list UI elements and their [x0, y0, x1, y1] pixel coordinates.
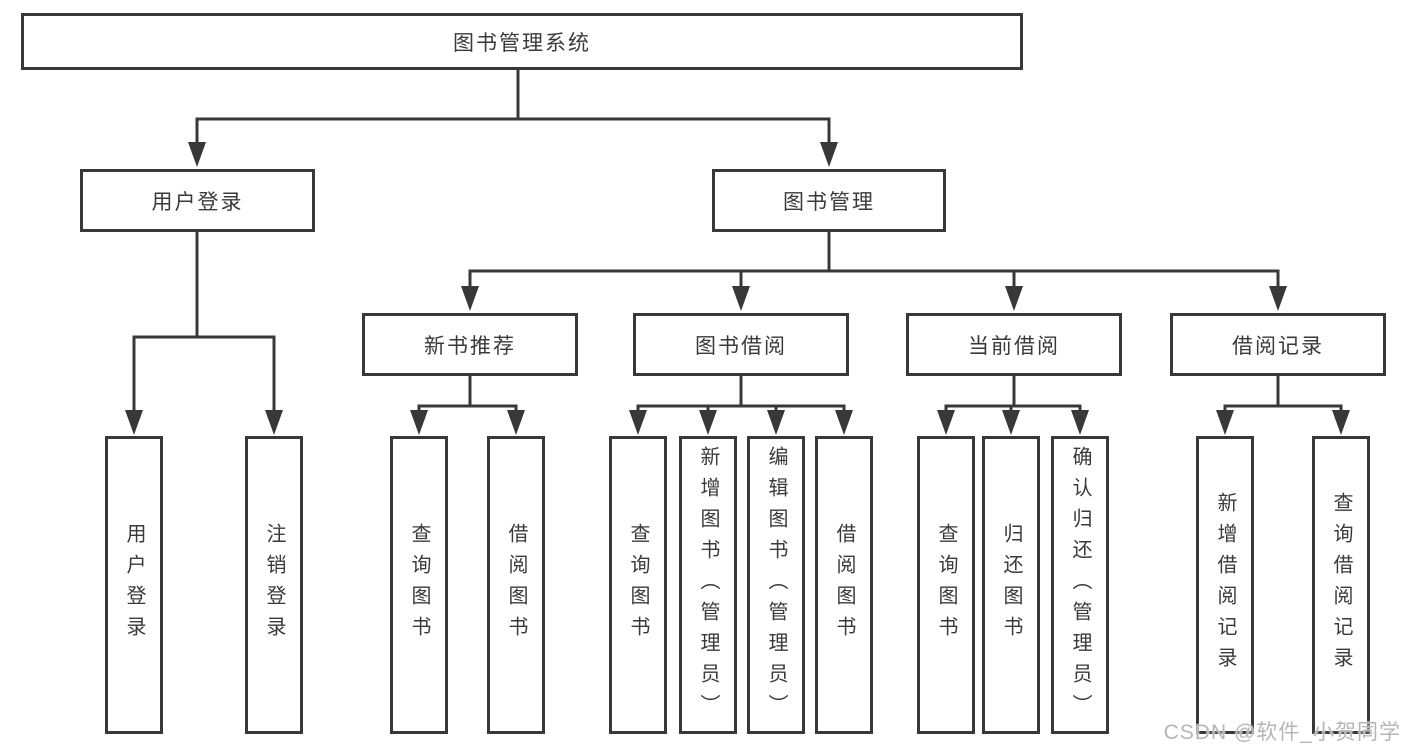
node-label: 查询图书	[408, 523, 430, 647]
node-leaf-return-book: 归还图书	[982, 436, 1040, 734]
node-new-book-recommend: 新书推荐	[362, 313, 578, 376]
node-label: 注销登录	[263, 523, 285, 647]
node-current-borrow: 当前借阅	[906, 313, 1122, 376]
connector-lines	[132, 70, 1343, 414]
node-label: 确认归还（管理员）	[1069, 445, 1091, 725]
node-book-management-branch: 图书管理	[712, 169, 946, 232]
arrowhead-icons	[125, 142, 1350, 435]
node-leaf-add-borrow-record: 新增借阅记录	[1196, 436, 1254, 734]
node-label: 查询图书	[627, 523, 649, 647]
node-borrow-records: 借阅记录	[1170, 313, 1386, 376]
node-leaf-user-login: 用户登录	[105, 436, 163, 734]
node-book-borrow: 图书借阅	[633, 313, 849, 376]
node-leaf-query-borrow-record: 查询借阅记录	[1312, 436, 1370, 734]
node-label: 用户登录	[123, 523, 145, 647]
node-leaf-query-book-3: 查询图书	[917, 436, 975, 734]
node-leaf-edit-book-admin: 编辑图书（管理员）	[747, 436, 805, 734]
node-label: 查询图书	[935, 523, 957, 647]
node-label: 新增图书（管理员）	[697, 445, 719, 725]
node-system-root: 图书管理系统	[21, 13, 1023, 70]
node-label: 查询借阅记录	[1330, 492, 1352, 678]
node-label: 借阅图书	[505, 523, 527, 647]
node-leaf-borrow-book-2: 借阅图书	[815, 436, 873, 734]
node-leaf-add-book-admin: 新增图书（管理员）	[679, 436, 737, 734]
node-label: 归还图书	[1000, 523, 1022, 647]
node-leaf-query-book-1: 查询图书	[390, 436, 448, 734]
node-label: 编辑图书（管理员）	[765, 445, 787, 725]
node-label: 借阅图书	[833, 523, 855, 647]
node-leaf-confirm-return-admin: 确认归还（管理员）	[1051, 436, 1109, 734]
node-leaf-query-book-2: 查询图书	[609, 436, 667, 734]
node-leaf-borrow-book-1: 借阅图书	[487, 436, 545, 734]
csdn-watermark: CSDN @软件_小贺同学	[1163, 721, 1401, 744]
node-leaf-logout: 注销登录	[245, 436, 303, 734]
node-label: 新增借阅记录	[1214, 492, 1236, 678]
node-user-login-branch: 用户登录	[80, 169, 315, 232]
